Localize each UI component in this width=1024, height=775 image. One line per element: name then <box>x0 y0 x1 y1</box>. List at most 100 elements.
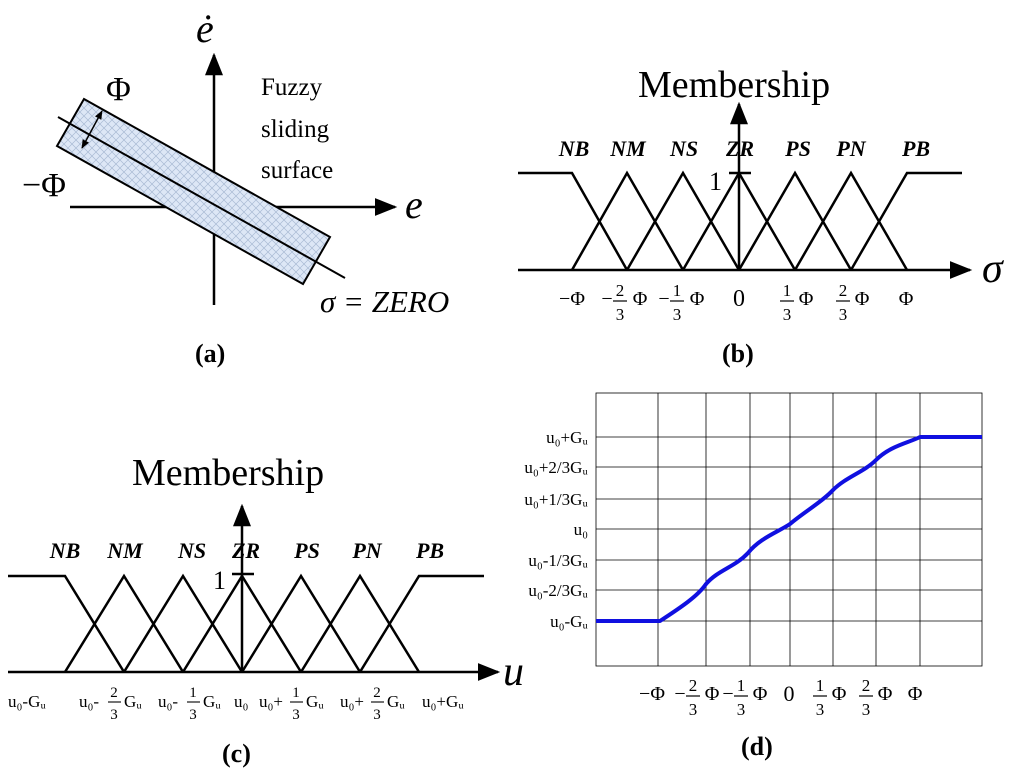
b-set-nm: NM <box>609 136 647 161</box>
a-y-axis-label: ė <box>196 6 214 51</box>
b-tick-one-third: 1 3 Φ <box>780 281 814 324</box>
svg-text:u₀-: u₀- <box>158 692 178 711</box>
b-set-ns: NS <box>669 136 698 161</box>
c-tick-5: u₀+ 1 3 Gᵤ <box>259 685 324 723</box>
c-tick-6: u₀+ 2 3 Gᵤ <box>340 685 405 723</box>
c-mf-nm <box>63 573 185 673</box>
b-mf-nb <box>518 171 629 271</box>
svg-text:−: − <box>601 288 612 310</box>
svg-text:u₀+: u₀+ <box>340 692 364 711</box>
b-mf-pn <box>793 170 909 271</box>
svg-text:3: 3 <box>737 700 746 719</box>
c-ticks: u₀-Gᵤ u₀- 2 3 Gᵤ u₀- 1 3 Gᵤ u₀ u₀+ 1 3 <box>8 685 464 723</box>
c-tick-3: u₀- 1 3 Gᵤ <box>158 685 221 723</box>
c-set-nb: NB <box>49 538 81 563</box>
a-sliding-line <box>57 116 346 279</box>
b-membership-functions <box>518 170 962 271</box>
d-ytick-1: u₀+2/3Gᵤ <box>524 458 588 477</box>
svg-text:Φ: Φ <box>832 683 847 705</box>
svg-text:Φ: Φ <box>855 288 870 310</box>
a-neg-phi-label: −Φ <box>22 167 66 204</box>
c-set-labels: NB NM NS ZR PS PN PB <box>49 538 444 563</box>
svg-text:3: 3 <box>839 305 848 324</box>
b-set-pb: PB <box>901 136 930 161</box>
d-ytick-6: u₀-Gᵤ <box>550 612 588 631</box>
a-phi-label: Φ <box>106 71 131 108</box>
d-xtick-phi: Φ <box>908 683 923 705</box>
svg-text:3: 3 <box>292 707 300 723</box>
b-mf-ps <box>737 170 853 271</box>
b-mf-zr <box>681 170 797 271</box>
b-set-zr: ZR <box>725 136 754 161</box>
a-surface-label: σ = ZERO <box>320 284 449 319</box>
c-set-nm: NM <box>106 538 144 563</box>
d-xtick-neg-phi: −Φ <box>639 683 665 705</box>
d-ytick-3: u₀ <box>574 520 589 539</box>
svg-text:−: − <box>722 683 733 705</box>
b-mf-ns <box>625 170 741 271</box>
c-tick-1: u₀-Gᵤ <box>8 692 46 711</box>
b-tick-neg-two-thirds: − 2 3 Φ <box>601 281 647 324</box>
d-ytick-0: u₀+Gᵤ <box>546 428 588 447</box>
c-mf-ns <box>122 573 244 673</box>
c-set-pn: PN <box>351 538 382 563</box>
svg-text:Φ: Φ <box>690 288 705 310</box>
d-grid <box>595 392 983 667</box>
d-output-curve <box>596 435 982 623</box>
c-caption: (c) <box>222 739 251 768</box>
c-one-label: 1 <box>213 566 226 595</box>
c-tick-7: u₀+Gᵤ <box>422 692 464 711</box>
svg-text:3: 3 <box>373 707 381 723</box>
svg-text:Φ: Φ <box>633 288 648 310</box>
panel-d: u₀+Gᵤ u₀+2/3Gᵤ u₀+1/3Gᵤ u₀ u₀-1/3Gᵤ u₀-2… <box>524 392 983 761</box>
c-mf-pn <box>299 573 421 673</box>
d-xtick-zero: 0 <box>784 681 795 706</box>
svg-text:Φ: Φ <box>799 288 814 310</box>
svg-text:1: 1 <box>292 685 300 701</box>
c-tick-4: u₀ <box>234 692 249 711</box>
d-xtick-one-third: 1 3 Φ <box>813 676 847 719</box>
c-mf-pb <box>358 574 484 673</box>
svg-text:2: 2 <box>616 281 625 300</box>
d-ytick-4: u₀-1/3Gᵤ <box>528 551 588 570</box>
svg-text:2: 2 <box>689 676 698 695</box>
svg-text:1: 1 <box>737 676 746 695</box>
b-mf-nm <box>570 170 685 271</box>
svg-text:3: 3 <box>816 700 825 719</box>
svg-text:3: 3 <box>673 305 682 324</box>
c-membership-functions <box>8 573 484 673</box>
d-caption: (d) <box>741 732 773 761</box>
svg-text:Gᵤ: Gᵤ <box>387 692 405 711</box>
svg-text:Gᵤ: Gᵤ <box>203 692 221 711</box>
b-mf-pb <box>849 171 962 271</box>
svg-text:1: 1 <box>189 685 197 701</box>
a-note-line-3: surface <box>261 157 333 184</box>
a-phi-width-arrow <box>81 110 103 149</box>
svg-text:2: 2 <box>862 676 871 695</box>
b-tick-phi: Φ <box>899 288 914 310</box>
svg-text:2: 2 <box>839 281 848 300</box>
a-note-line-1: Fuzzy <box>261 74 323 101</box>
a-note-line-2: sliding <box>261 116 330 143</box>
c-set-ns: NS <box>177 538 206 563</box>
svg-text:Gᵤ: Gᵤ <box>124 692 142 711</box>
b-tick-neg-phi: −Φ <box>559 288 585 310</box>
b-ticks: −Φ − 2 3 Φ − 1 3 Φ 0 1 3 Φ <box>559 281 914 324</box>
svg-text:1: 1 <box>783 281 792 300</box>
d-xtick-two-thirds: 2 3 Φ <box>859 676 893 719</box>
b-set-pn: PN <box>835 136 866 161</box>
svg-text:2: 2 <box>110 685 118 701</box>
c-set-pb: PB <box>415 538 444 563</box>
d-xtick-neg-one-third: − 1 3 Φ <box>722 676 767 719</box>
svg-text:1: 1 <box>816 676 825 695</box>
svg-text:Gᵤ: Gᵤ <box>306 692 324 711</box>
b-set-labels: NB NM NS ZR PS PN PB <box>558 136 930 161</box>
svg-text:3: 3 <box>110 707 118 723</box>
panel-c: Membership 1 u NB NM NS ZR PS PN PB u₀-G… <box>8 452 524 768</box>
c-tick-2: u₀- 2 3 Gᵤ <box>79 685 142 723</box>
c-mf-zr <box>181 573 303 673</box>
c-set-zr: ZR <box>231 538 260 563</box>
svg-text:3: 3 <box>616 305 625 324</box>
svg-text:−: − <box>674 683 685 705</box>
b-one-label: 1 <box>709 167 722 196</box>
